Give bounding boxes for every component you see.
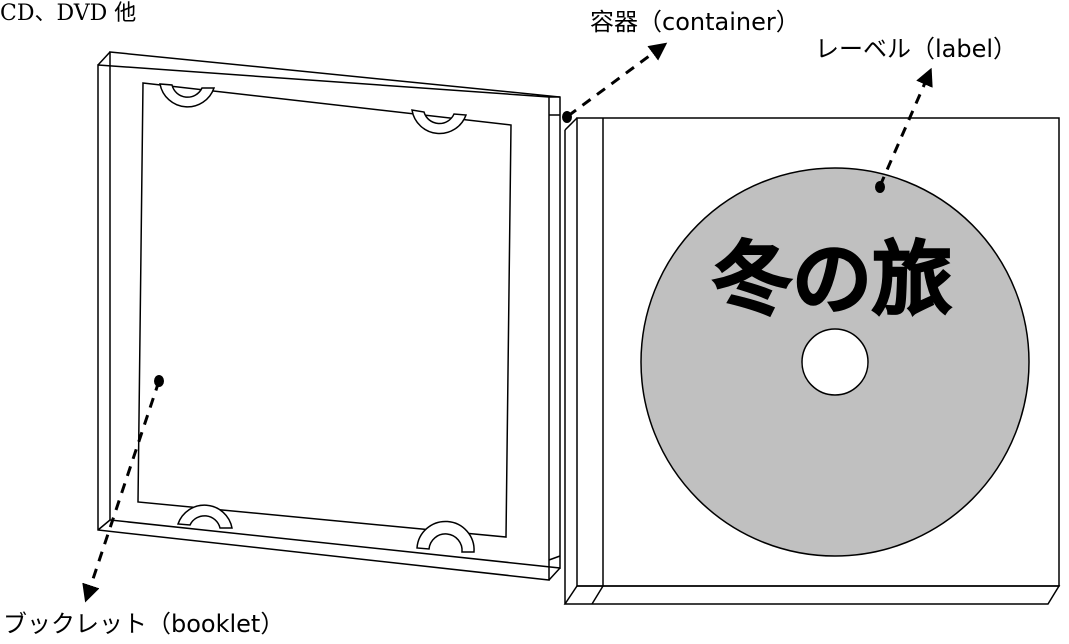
label-label: レーベル（label） bbox=[815, 35, 1017, 63]
booklet-page bbox=[137, 82, 512, 538]
booklet-tab-top-left bbox=[159, 83, 216, 108]
label-callout-arrow bbox=[878, 67, 933, 187]
tray-bottom-spine bbox=[591, 585, 604, 605]
container-callout-arrow bbox=[567, 42, 668, 118]
booklet-tab-bottom-right bbox=[416, 520, 475, 553]
booklet-label: ブックレット（booklet） bbox=[3, 610, 284, 638]
lid-left-edge bbox=[97, 51, 111, 66]
case-lid bbox=[97, 51, 561, 581]
callout-dots bbox=[154, 111, 885, 387]
booklet-callout-dot bbox=[154, 375, 164, 387]
disc-center-hole bbox=[801, 328, 869, 396]
label-callout-dot bbox=[875, 181, 885, 193]
diagram-title-fragment: CD、DVD 他 bbox=[0, 1, 136, 26]
tray-bottom-edge bbox=[563, 585, 1061, 605]
container-label: 容器（container） bbox=[590, 8, 800, 36]
callout-arrows bbox=[82, 42, 933, 603]
booklet-tab-bottom-left bbox=[176, 504, 233, 529]
lid-left-edge-bottom bbox=[97, 519, 111, 531]
disc-label-title: 冬の旅 bbox=[712, 233, 952, 326]
lid-hinge-strip-low bbox=[548, 555, 561, 561]
lid-right-edge-bottom bbox=[548, 567, 561, 581]
tray-left-thickness bbox=[564, 117, 578, 131]
booklet-tabs bbox=[159, 83, 475, 553]
booklet-callout-arrow bbox=[82, 380, 161, 603]
booklet-tab-top-right bbox=[411, 109, 468, 135]
container-callout-dot bbox=[562, 111, 572, 123]
